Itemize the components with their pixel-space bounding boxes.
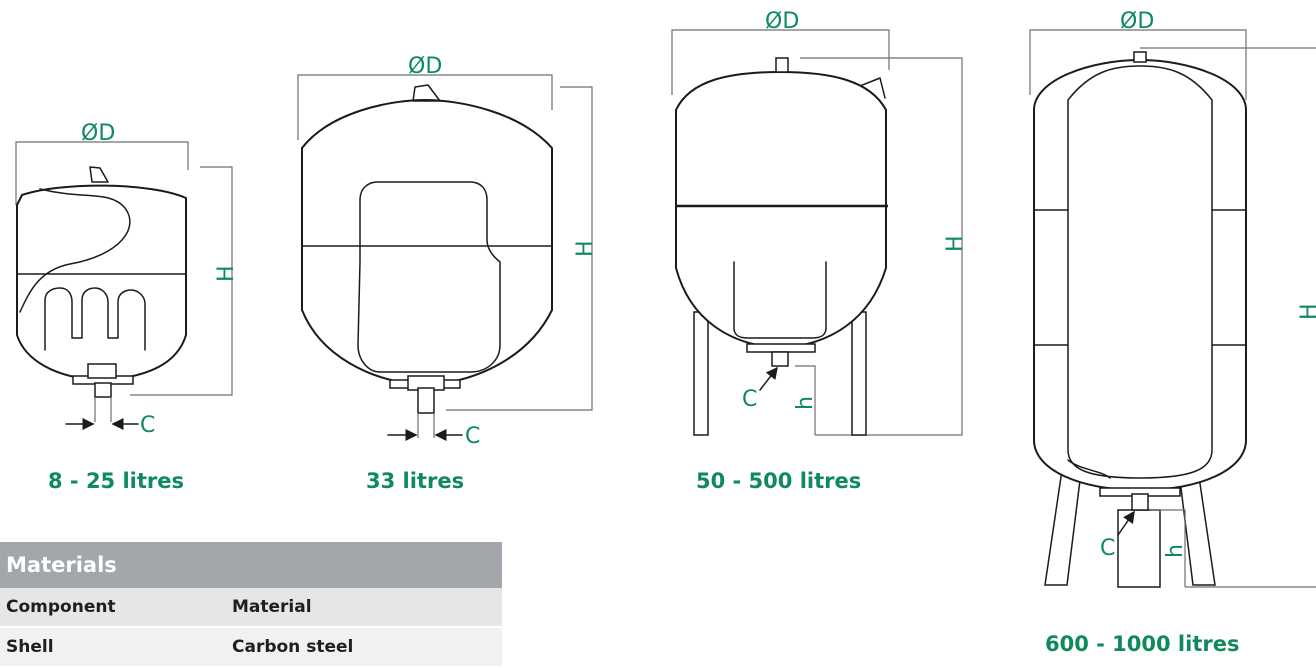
tank3-connection-label: C — [742, 387, 757, 412]
column-header-material: Material — [226, 588, 502, 628]
cell-component: Shell — [0, 627, 226, 668]
tank2-diameter-label: ØD — [408, 54, 442, 79]
tank4-height-label: H — [1297, 303, 1316, 320]
column-header-component: Component — [0, 588, 226, 628]
tank3-leg-height-label: h — [793, 396, 818, 410]
caption-tank3: 50 - 500 litres — [696, 469, 862, 493]
tank-8-25-litres: ØD H C — [15, 121, 239, 438]
caption-tank1: 8 - 25 litres — [48, 469, 185, 493]
table-header-row: Component Material — [0, 588, 502, 628]
tank-600-1000-litres: ØD H h C — [1029, 9, 1316, 588]
tank2-height-label: H — [573, 240, 598, 257]
caption-tank4: 600 - 1000 litres — [1045, 632, 1240, 656]
tank-50-500-litres: ØD H h C — [671, 9, 968, 436]
tank2-connection-label: C — [465, 424, 480, 449]
table-row: Shell Carbon steel — [0, 627, 502, 668]
cell-material: Carbon steel — [226, 627, 502, 668]
tank3-height-label: H — [943, 235, 968, 252]
tank4-connection-label: C — [1100, 536, 1115, 561]
tank1-height-label: H — [214, 265, 239, 282]
tank4-diameter-label: ØD — [1120, 9, 1154, 34]
tank1-connection-label: C — [140, 413, 155, 438]
tank1-diameter-label: ØD — [81, 121, 115, 146]
tank-33-litres: ØD H C — [297, 54, 598, 449]
caption-tank2: 33 litres — [366, 469, 465, 493]
tank4-leg-height-label: h — [1163, 544, 1188, 558]
materials-table-title: Materials — [0, 542, 502, 588]
materials-table: Materials Component Material Shell Carbo… — [0, 542, 502, 668]
tank3-diameter-label: ØD — [765, 9, 799, 34]
